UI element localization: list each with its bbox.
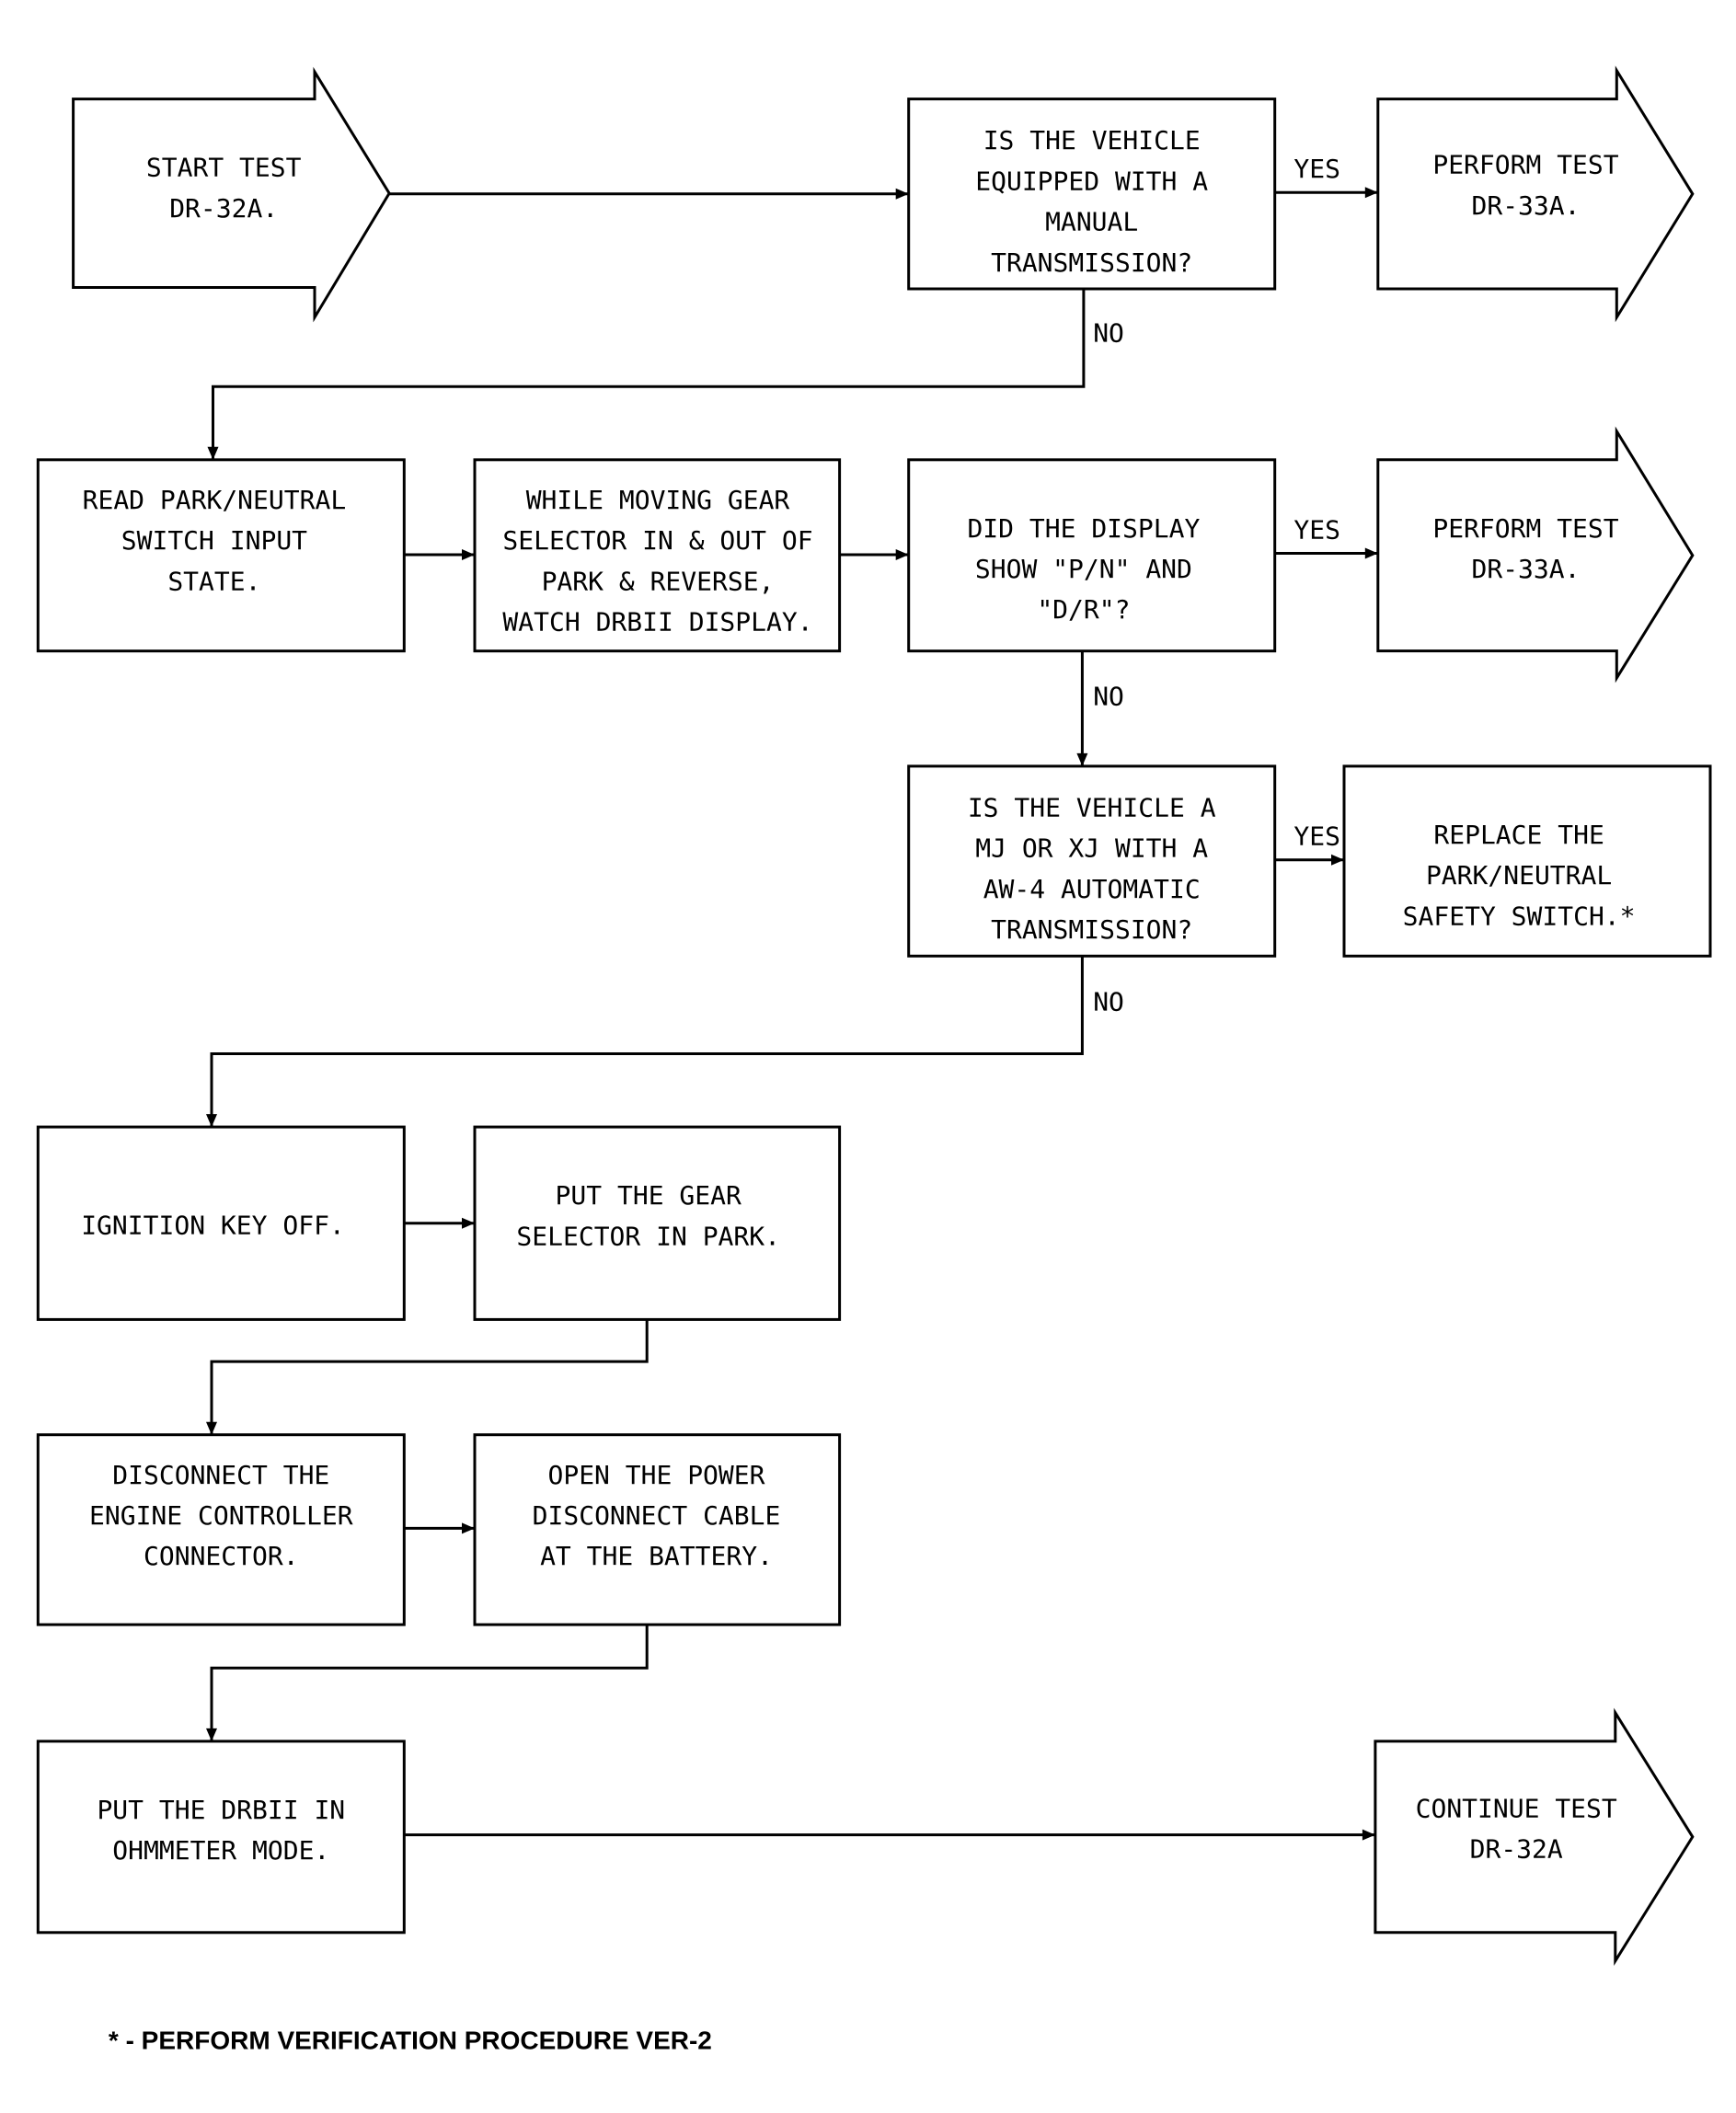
disconnect-ecu-box-line: ENGINE CONTROLLER (89, 1500, 353, 1531)
ohmmeter-box-line: PUT THE DRBII IN (97, 1795, 345, 1825)
connector-open-to-ohmmeter-arrowhead (206, 1728, 217, 1741)
disconnect-ecu-box-line: CONNECTOR. (144, 1541, 299, 1571)
q-manual-box-text: IS THE VEHICLE EQUIPPED WITH A MANUAL TRANS… (975, 125, 1208, 278)
connector-q-manual-no (212, 289, 1086, 460)
perform-test-2-arrow (1376, 426, 1695, 683)
open-power-box-text: OPEN THE POWER DISCONNECT CABLE AT THE BAT… (533, 1460, 781, 1571)
perform-test-2-arrow-line: DR-33A. (1471, 554, 1580, 584)
q-display-box (907, 458, 1277, 653)
continue-test-arrow-text: CONTINUE TEST DR-32A (1416, 1794, 1617, 1865)
continue-test-arrow-line: DR-32A (1470, 1834, 1563, 1865)
perform-test-1-arrow-line: PERFORM TEST (1432, 150, 1618, 180)
open-power-box-line: AT THE BATTERY. (540, 1541, 773, 1571)
moving-gear-box-line: PARK & REVERSE, (542, 566, 775, 596)
perform-test-1-arrow-line: DR-33A. (1471, 190, 1580, 221)
q-display-box-line: DID THE DISPLAY (967, 513, 1200, 544)
q-display-box-line: "D/R"? (1037, 594, 1130, 625)
connector-read-to-moving-arrowhead (462, 549, 475, 560)
perform-test-1-arrow (1376, 65, 1695, 323)
moving-gear-box-line: SELECTOR IN & OUT OF (502, 525, 812, 556)
disconnect-ecu-box (36, 1433, 406, 1626)
disconnect-ecu-box-text: DISCONNECT THE ENGINE CONTROLLER CONNECTOR… (89, 1460, 353, 1571)
gear-park-box-line: SELECTOR IN PARK. (516, 1221, 780, 1251)
open-power-box-line: DISCONNECT CABLE (533, 1500, 781, 1531)
start-test-arrow-line: START TEST (146, 153, 302, 183)
connector-disconnect-to-open-arrowhead (462, 1522, 475, 1534)
connector-q-display-no-arrowhead (1076, 752, 1088, 766)
connector-q-mj-xj-no (210, 956, 1084, 1128)
open-power-box (473, 1433, 842, 1626)
replace-switch-box-line: REPLACE THE (1433, 820, 1604, 850)
gear-park-box-line: PUT THE GEAR (556, 1180, 742, 1211)
disconnect-ecu-box-line: DISCONNECT THE (112, 1460, 329, 1490)
q-manual-box-line: IS THE VEHICLE (983, 125, 1201, 155)
continue-test-arrow-line: CONTINUE TEST (1416, 1794, 1617, 1824)
moving-gear-box-line: WHILE MOVING GEAR (526, 485, 790, 515)
connector-q-mj-xj-no-arrowhead (206, 1114, 217, 1128)
q-mj-xj-box-line: IS THE VEHICLE A (968, 793, 1216, 823)
q-mj-xj-box-line: AW-4 AUTOMATIC (983, 874, 1201, 904)
replace-switch-box (1342, 764, 1712, 958)
perform-test-2-arrow-line: PERFORM TEST (1432, 513, 1618, 544)
connector-open-to-ohmmeter (210, 1625, 649, 1741)
ohmmeter-box (36, 1740, 406, 1935)
ignition-off-box-line: IGNITION KEY OFF. (81, 1211, 345, 1241)
yes-label-2: YES (1293, 514, 1340, 545)
perform-test-2-arrow-text: PERFORM TEST DR-33A. (1432, 513, 1618, 584)
gear-park-box (473, 1125, 842, 1321)
no-label-2: NO (1093, 682, 1124, 712)
ohmmeter-box-line: OHMMETER MODE. (112, 1835, 329, 1866)
connector-q-manual-no-arrowhead (207, 446, 219, 460)
footnote: * - PERFORM VERIFICATION PROCEDURE VER-2 (109, 2027, 712, 2055)
moving-gear-box-line: WATCH DRBII DISPLAY. (502, 607, 812, 637)
read-state-box-line: READ PARK/NEUTRAL (83, 485, 347, 515)
connector-q-mj-xj-yes-arrowhead (1331, 854, 1344, 866)
q-display-box-text: DID THE DISPLAY SHOW "P/N" AND "D/R"? (967, 513, 1200, 625)
replace-switch-box-line: PARK/NEUTRAL (1426, 860, 1612, 890)
connector-gear-to-disconnect (210, 1319, 649, 1435)
yes-label-3: YES (1293, 821, 1340, 851)
connector-moving-to-q-display-arrowhead (895, 549, 909, 560)
q-manual-box-line: EQUIPPED WITH A (975, 166, 1208, 196)
moving-gear-box-text: WHILE MOVING GEAR SELECTOR IN & OUT OF PAR… (502, 485, 812, 637)
connector-ignition-to-gear-arrowhead (462, 1217, 475, 1229)
replace-switch-box-text: REPLACE THE PARK/NEUTRAL SAFETY SWITCH.* (1403, 820, 1636, 931)
perform-test-1-arrow-text: PERFORM TEST DR-33A. (1432, 150, 1618, 221)
connector-q-manual-yes-arrowhead (1364, 187, 1378, 199)
read-state-box (36, 458, 406, 653)
ignition-off-box-text: IGNITION KEY OFF. (81, 1211, 345, 1241)
open-power-box-line: OPEN THE POWER (547, 1460, 765, 1490)
yes-label-1: YES (1293, 154, 1340, 184)
q-mj-xj-box-line: MJ OR XJ WITH A (975, 833, 1208, 864)
connector-q-display-yes-arrowhead (1364, 547, 1378, 559)
connector-ohmmeter-to-continue-arrowhead (1362, 1829, 1375, 1841)
no-label-1: NO (1093, 318, 1124, 349)
q-mj-xj-box-text: IS THE VEHICLE A MJ OR XJ WITH A AW-4 AUTO… (968, 793, 1216, 946)
start-test-arrow (72, 66, 391, 323)
q-manual-box (907, 98, 1277, 291)
q-mj-xj-box-line: TRANSMISSION? (991, 914, 1192, 945)
ohmmeter-box-text: PUT THE DRBII IN OHMMETER MODE. (97, 1795, 345, 1866)
replace-switch-box-line: SAFETY SWITCH.* (1403, 901, 1636, 931)
start-test-arrow-line: DR-32A. (169, 193, 278, 224)
no-label-3: NO (1093, 986, 1124, 1016)
read-state-box-line: SWITCH INPUT (121, 525, 307, 556)
read-state-box-line: STATE. (167, 566, 260, 596)
q-display-box-line: SHOW "P/N" AND (975, 554, 1192, 584)
continue-test-arrow (1374, 1707, 1695, 1966)
connector-start-to-q-manual-arrowhead (895, 188, 909, 200)
start-test-arrow-text: START TEST DR-32A. (146, 153, 302, 224)
q-mj-xj-box (907, 764, 1277, 958)
read-state-box-text: READ PARK/NEUTRAL SWITCH INPUT STATE. (83, 485, 347, 597)
gear-park-box-text: PUT THE GEAR SELECTOR IN PARK. (516, 1180, 780, 1251)
q-manual-box-line: MANUAL (1045, 207, 1138, 237)
connector-gear-to-disconnect-arrowhead (206, 1421, 217, 1435)
q-manual-box-line: TRANSMISSION? (991, 247, 1192, 278)
